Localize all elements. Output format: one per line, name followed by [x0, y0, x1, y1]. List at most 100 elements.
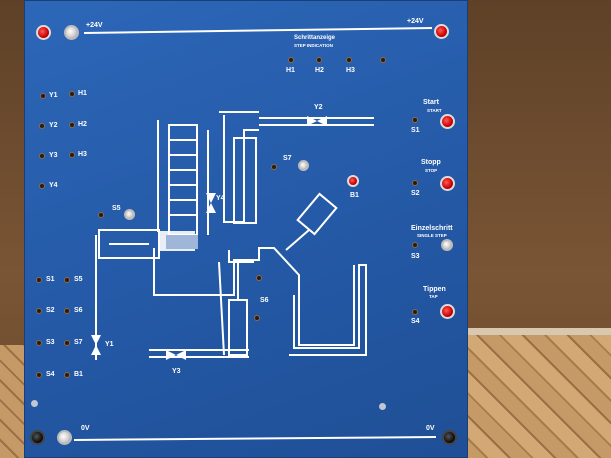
label-h2-left: H2	[78, 121, 87, 128]
label-h1-left: H1	[78, 90, 87, 97]
jack-y4[interactable]	[39, 183, 45, 189]
red-jack-b1[interactable]	[347, 175, 359, 187]
jack-s7[interactable]	[64, 340, 70, 346]
button-tap[interactable]	[440, 304, 455, 319]
jack-s6[interactable]	[64, 308, 70, 314]
black-jack-0v-left[interactable]	[30, 430, 45, 445]
label-stopp: Stopp	[421, 159, 441, 166]
label-einzelschritt: Einzelschritt	[411, 225, 453, 232]
jack-s3-single[interactable]	[412, 242, 418, 248]
black-jack-0v-right[interactable]	[442, 430, 457, 445]
jack-h3-left[interactable]	[69, 152, 75, 158]
label-s1: S1	[411, 127, 420, 134]
label-h3-left: H3	[78, 151, 87, 158]
jack-s5[interactable]	[64, 277, 70, 283]
label-s3: S3	[411, 253, 420, 260]
switch-single-step[interactable]	[441, 239, 453, 251]
label-y3-left: Y3	[49, 152, 58, 159]
label-h1: H1	[286, 67, 295, 74]
sensor-b1	[296, 192, 338, 236]
label-y2: Y2	[314, 104, 323, 111]
jack-s1-start[interactable]	[412, 117, 418, 123]
cylinder-s6	[228, 299, 248, 356]
label-y3: Y3	[172, 368, 181, 375]
jack-h1[interactable]	[288, 57, 294, 63]
button-stop[interactable]	[440, 176, 455, 191]
cylinder-y2	[233, 137, 257, 224]
label-y2-left: Y2	[49, 122, 58, 129]
button-start[interactable]	[440, 114, 455, 129]
jack-y1[interactable]	[40, 93, 46, 99]
jack-s4[interactable]	[36, 372, 42, 378]
label-24v-right: +24V	[407, 18, 424, 25]
jack-h2-left[interactable]	[69, 122, 75, 128]
label-s6: S6	[260, 297, 269, 304]
valve-y4	[206, 193, 216, 203]
label-start-sub: START	[427, 108, 442, 113]
label-s6-left: S6	[74, 307, 83, 314]
white-jack-24v-left[interactable]	[64, 25, 79, 40]
valve-y1	[91, 335, 101, 345]
red-jack-24v-right[interactable]	[434, 24, 449, 39]
label-stopp-sub: STOP	[425, 168, 438, 173]
schematic-diagram	[73, 27, 437, 441]
switch-s5[interactable]	[124, 209, 135, 220]
switch-s7[interactable]	[298, 160, 309, 171]
jack-s2[interactable]	[36, 308, 42, 314]
label-0v-left: 0V	[81, 425, 90, 432]
jack-s1[interactable]	[36, 277, 42, 283]
step-subtitle: STEP INDICATION	[294, 43, 333, 48]
jack-s4-tap[interactable]	[412, 309, 418, 315]
label-s7-left: S7	[74, 339, 83, 346]
jack-y3[interactable]	[39, 153, 45, 159]
label-s5-left: S5	[74, 276, 83, 283]
label-s4: S4	[411, 318, 420, 325]
label-s2-left: S2	[46, 307, 55, 314]
bus-line-24v	[83, 27, 433, 34]
label-b1: B1	[350, 192, 359, 199]
magazine	[168, 124, 198, 236]
label-y1-left: Y1	[49, 92, 58, 99]
label-einzelschritt-sub: SINGLE STEP	[417, 233, 447, 238]
jack-h1-left[interactable]	[69, 91, 75, 97]
label-tippen-sub: TAP	[429, 294, 438, 299]
label-b1-left: B1	[74, 371, 83, 378]
label-y1: Y1	[105, 341, 114, 348]
sensor-jack-s7[interactable]	[271, 164, 277, 170]
jack-s3[interactable]	[36, 340, 42, 346]
label-h3: H3	[346, 67, 355, 74]
jack-y2[interactable]	[39, 123, 45, 129]
label-s4-left: S4	[46, 371, 55, 378]
valve-y3	[166, 350, 176, 360]
label-h2: H2	[315, 67, 324, 74]
screw-bottom-right	[379, 403, 386, 410]
label-s5: S5	[112, 205, 121, 212]
sensor-jack-s6-top[interactable]	[256, 275, 262, 281]
screw-bottom-left	[31, 400, 38, 407]
label-s1-left: S1	[46, 276, 55, 283]
label-s2: S2	[411, 190, 420, 197]
red-jack-24v-left[interactable]	[36, 25, 51, 40]
white-jack-0v-left[interactable]	[57, 430, 72, 445]
label-y4: Y4	[216, 195, 225, 202]
control-panel: +24V +24V Schrittanzeige STEP INDICATION…	[24, 0, 468, 458]
step-title: Schrittanzeige	[294, 35, 336, 41]
valve-y2	[307, 116, 317, 126]
jack-s2-stop[interactable]	[412, 180, 418, 186]
label-y4-left: Y4	[49, 182, 58, 189]
bus-line-0v	[73, 436, 437, 441]
label-24v-left: +24V	[86, 22, 103, 29]
sensor-jack-s5[interactable]	[98, 212, 104, 218]
wall-strip	[466, 328, 611, 336]
hatched-part	[166, 235, 198, 249]
parquet-floor-right	[466, 335, 611, 458]
label-start: Start	[423, 99, 439, 106]
label-0v-right: 0V	[426, 425, 435, 432]
jack-h3[interactable]	[346, 57, 352, 63]
parquet-floor-left	[0, 345, 24, 458]
sensor-jack-s6[interactable]	[254, 315, 260, 321]
jack-spare[interactable]	[380, 57, 386, 63]
label-s7: S7	[283, 155, 292, 162]
jack-h2[interactable]	[316, 57, 322, 63]
jack-b1[interactable]	[64, 372, 70, 378]
